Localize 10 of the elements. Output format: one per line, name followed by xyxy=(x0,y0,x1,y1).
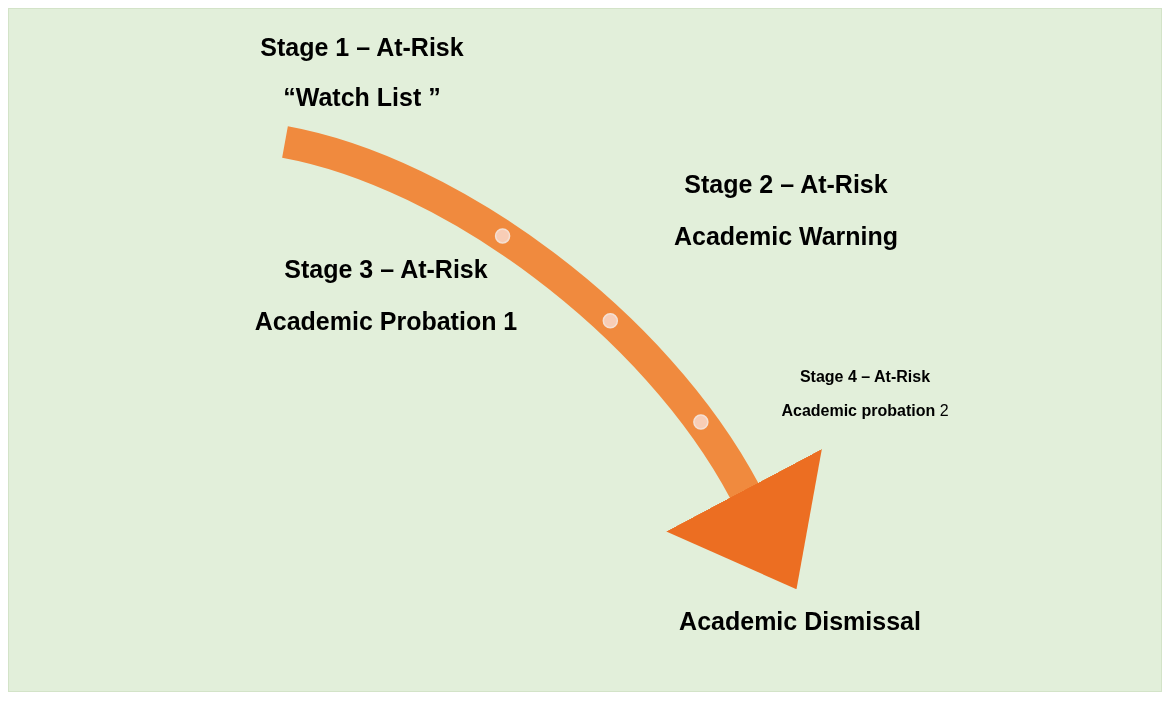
stage-label: Stage 4 – At-Risk xyxy=(799,367,931,387)
stage-label: Academic Warning xyxy=(673,221,899,252)
curved-arrow xyxy=(281,126,820,587)
stage-label: Academic Probation 1 xyxy=(254,306,518,337)
stage-label: Stage 2 – At-Risk xyxy=(684,169,888,200)
stage-label: Stage 1 – At-Risk xyxy=(260,32,464,63)
stage-label: Stage 3 – At-Risk xyxy=(284,254,488,285)
stage-label: Academic probation 2 xyxy=(781,401,949,421)
stage-label: “Watch List ” xyxy=(283,82,441,113)
stage-label: Academic Dismissal xyxy=(679,606,921,637)
